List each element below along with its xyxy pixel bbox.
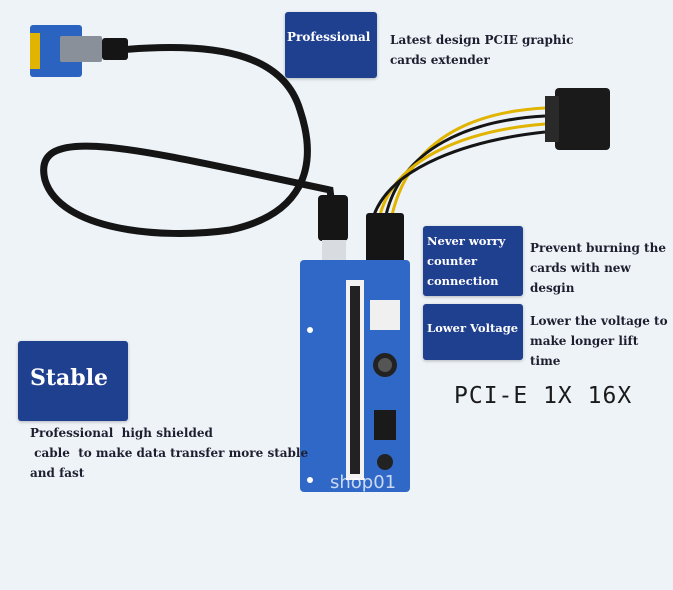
professional-badge-label: Professional: [287, 30, 371, 44]
lower-voltage-badge-label: Lower Voltage: [427, 321, 519, 335]
never-worry-line-3: connection: [427, 274, 499, 288]
sata-connector: [545, 88, 610, 150]
stable-line-1: Professional high shielded: [30, 426, 213, 440]
prevent-line-2: cards with new desgin: [530, 261, 631, 295]
never-worry-line-1: Never worry: [427, 234, 506, 248]
stable-badge-label: Stable: [30, 365, 109, 391]
stable-line-3: and fast: [30, 466, 85, 480]
lower-voltage-badge: Lower Voltage: [423, 304, 523, 360]
model-label: PCI-E 1X 16X: [454, 383, 633, 409]
prevent-line-1: Prevent burning the: [530, 241, 666, 255]
latest-line-1: Latest design PCIE graphic: [390, 33, 574, 47]
lower-line-2: make longer lift time: [530, 334, 639, 368]
professional-badge: Professional: [285, 12, 377, 78]
lower-line-1: Lower the voltage to: [530, 314, 668, 328]
latest-line-2: cards extender: [390, 53, 490, 67]
watermark: shop01: [330, 472, 397, 493]
never-worry-badge: Never worry counter connection: [423, 226, 523, 296]
pcie-1x-adapter: [30, 25, 128, 77]
riser-board: [300, 260, 410, 492]
never-worry-line-2: counter: [427, 254, 478, 268]
latest-design-text: Latest design PCIE graphic cards extende…: [390, 30, 590, 70]
stable-badge: Stable: [18, 341, 128, 421]
stable-text: Professional high shielded cable to make…: [30, 423, 310, 483]
prevent-burning-text: Prevent burning the cards with new desgi…: [530, 238, 670, 298]
lower-voltage-text: Lower the voltage to make longer lift ti…: [530, 311, 670, 371]
usb-cable: [40, 44, 339, 237]
stable-line-2: cable to make data transfer more stable: [30, 446, 309, 460]
